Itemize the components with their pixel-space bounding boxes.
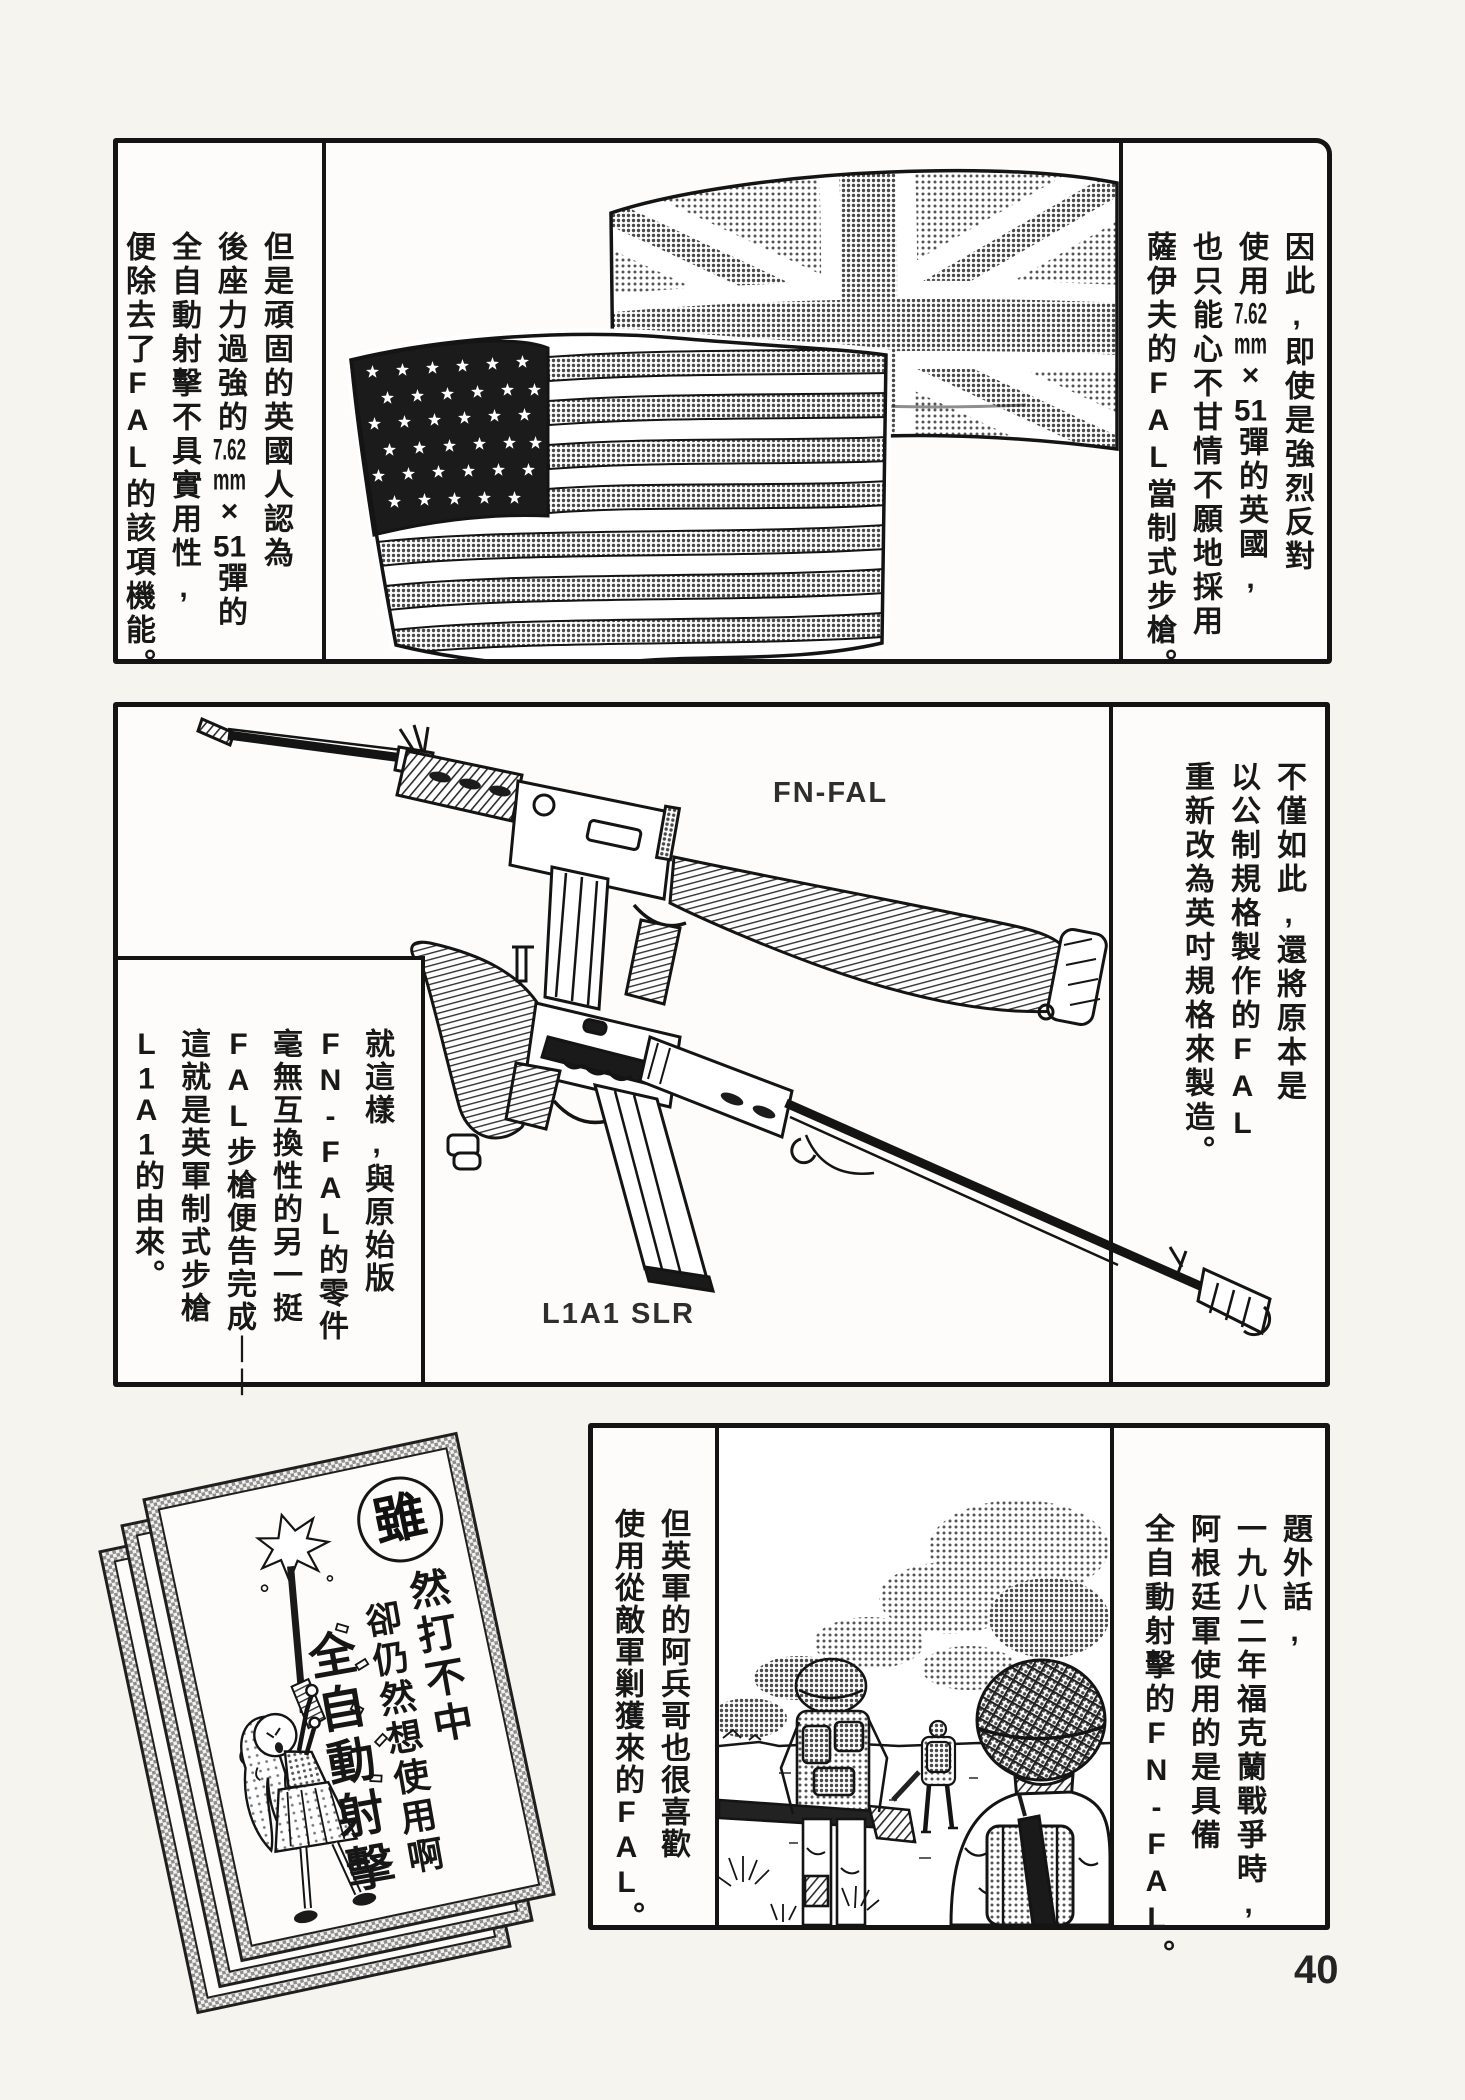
panel2-textbox-right-border [421,956,425,1382]
panel1-left-divider [322,143,326,659]
panel3-left-text-cell: 但英軍的阿兵哥也很喜歡 使用從敵軍剿獲來的FAL。 [593,1428,715,1933]
rifles-illustration [196,716,1272,1337]
narration-line: 一九八二年福克蘭戰爭時, [1232,1513,1265,1924]
fn-fal-label: FN-FAL [773,777,889,809]
flags-illustration [344,168,1119,659]
muzzle-burst-icon [254,1512,334,1592]
narration-line: 使用從敵軍剿獲來的FAL。 [610,1508,643,1933]
us-flag-icon [344,328,893,659]
grass-tufts [719,1856,880,1922]
girl-figure [239,1683,377,1924]
l1a1-slr-label: L1A1 SLR [542,1298,695,1330]
panel1-right-divider [1119,143,1123,659]
soldier-left [719,1657,917,1925]
soldier-centre [891,1719,958,1834]
narration-line: 就這樣,與原始版 [360,1028,393,1295]
narration-line: 題外話, [1278,1513,1311,1652]
narration-line: 不僅如此,還將原本是 [1272,761,1305,1104]
narration-line: 使用7.62mm×51彈的英國, [1234,231,1267,599]
stacked-comic-pages: 雖 然打不中 卻仍然想使用啊 全自動射擊 [70,1412,600,2022]
panel-rifles: 不僅如此,還將原本是 以公制規格製作的FAL 重新改為英吋規格來製造。 就這樣,… [113,702,1330,1400]
panel1-right-text-cell: 因此,即使是強烈反對 使用7.62mm×51彈的英國, 也只能心不甘情不願地採用… [1123,143,1327,682]
ejected-casings [334,1622,389,1783]
narration-line: 全自動射擊的FN-FAL。 [1140,1513,1173,1973]
girl-firing-rifle-illustration [239,1512,389,1924]
panel-soldiers: 但英軍的阿兵哥也很喜歡 使用從敵軍剿獲來的FAL。 [588,1423,1330,1973]
panel3-right-divider [1110,1428,1114,1925]
narration-line: FN-FAL的零件 [314,1028,347,1343]
soldier-right [949,1658,1110,1925]
narration-line: 但英軍的阿兵哥也很喜歡 [656,1508,689,1860]
narration-block: 就這樣,與原始版 FN-FAL的零件 毫無互換性的另一挺 FAL步槍便告完成︱︱… [123,1028,399,1400]
narration-line: 這就是英軍制式步槍 [176,1028,209,1325]
narration-block: 因此,即使是強烈反對 使用7.62mm×51彈的英國, 也只能心不甘情不願地採用… [1135,231,1319,682]
narration-line: 重新改為英吋規格來製造。 [1180,761,1213,1169]
panel2-textbox-top-border [118,956,425,960]
narration-line: 因此,即使是強烈反對 [1280,231,1313,574]
panel3-left-divider [715,1428,719,1925]
narration-line: 也只能心不甘情不願地採用 [1188,231,1221,639]
soldiers-field-illustration [719,1428,1110,1925]
narration-line: 後座力過強的7.62mm×51彈的 [213,231,246,630]
panel1-left-text-cell: 但是頑固的英國人認為 後座力過強的7.62mm×51彈的 全自動射擊不具實用性,… [118,143,322,682]
panel2-right-text-cell: 不僅如此,還將原本是 以公制規格製作的FAL 重新改為英吋規格來製造。 [1113,707,1325,1382]
comic-sheet-front: 雖 然打不中 卻仍然想使用啊 全自動射擊 [142,1431,556,1963]
narration-block: 不僅如此,還將原本是 以公制規格製作的FAL 重新改為英吋規格來製造。 [1173,761,1311,1169]
narration-line: 薩伊夫的FAL當制式步槍。 [1142,231,1175,682]
narration-block: 題外話, 一九八二年福克蘭戰爭時, 阿根廷軍使用的是具備 全自動射擊的FN-FA… [1133,1513,1317,1973]
narration-block: 但英軍的阿兵哥也很喜歡 使用從敵軍剿獲來的FAL。 [603,1508,695,1933]
narration-line: FAL步槍便告完成︱︱ [222,1028,255,1400]
narration-line: 毫無互換性的另一挺 [268,1028,301,1325]
panel-flags: 但是頑固的英國人認為 後座力過強的7.62mm×51彈的 全自動射擊不具實用性,… [113,138,1332,682]
narration-line: 便除去了FAL的該項機能。 [121,231,154,682]
narration-line: 阿根廷軍使用的是具備 [1186,1513,1219,1853]
narration-line: 但是頑固的英國人認為 [259,231,292,571]
panel2-left-text-cell: 就這樣,與原始版 FN-FAL的零件 毫無互換性的另一挺 FAL步槍便告完成︱︱… [118,960,421,1400]
panel3-right-text-cell: 題外話, 一九八二年福克蘭戰爭時, 阿根廷軍使用的是具備 全自動射擊的FN-FA… [1114,1428,1325,1973]
fn-fal-rifle-icon [196,716,1108,1026]
narration-block: 但是頑固的英國人認為 後座力過強的7.62mm×51彈的 全自動射擊不具實用性,… [114,231,298,682]
page-number: 40 [1294,1948,1339,1992]
panel2-right-divider [1109,707,1113,1382]
narration-line: 全自動射擊不具實用性, [167,231,200,608]
narration-line: L1A1的由來。 [130,1028,163,1292]
narration-line: 以公制規格製作的FAL [1226,761,1259,1144]
l1a1-rifle-icon [410,940,1272,1337]
